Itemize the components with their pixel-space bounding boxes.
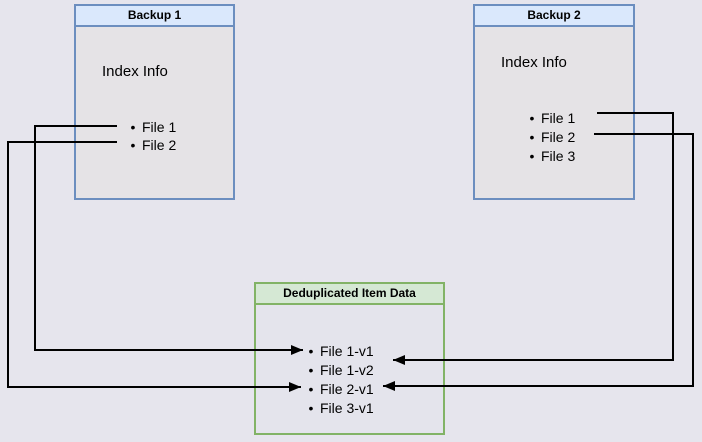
bullet-icon: • [308, 361, 314, 378]
backup1-title: Backup 1 [76, 6, 233, 27]
dedup-file-list: • File 1-v1 • File 1-v2 • File 2-v1 • Fi… [302, 341, 374, 417]
list-item: • File 3-v1 [302, 398, 374, 417]
file-label: File 2 [541, 128, 576, 145]
file-label: File 3 [541, 147, 576, 164]
bullet-icon: • [308, 380, 314, 397]
backup2-title: Backup 2 [475, 6, 633, 27]
bullet-icon: • [308, 342, 314, 359]
file-label: File 1-v2 [320, 361, 374, 378]
backup1-box: Backup 1 Index Info • File 1 • File 2 [74, 4, 235, 200]
file-label: File 2 [142, 137, 177, 153]
list-item: • File 2-v1 [302, 379, 374, 398]
bullet-icon: • [529, 109, 535, 126]
backup2-file-list: • File 1 • File 2 • File 3 [523, 108, 576, 165]
bullet-icon: • [529, 128, 535, 145]
backup2-box: Backup 2 Index Info • File 1 • File 2 • … [473, 4, 635, 200]
list-item: • File 1 [124, 118, 177, 136]
file-label: File 1 [541, 109, 576, 126]
bullet-icon: • [130, 137, 136, 153]
file-label: File 3-v1 [320, 399, 374, 416]
list-item: • File 1 [523, 108, 576, 127]
dedup-title: Deduplicated Item Data [256, 284, 443, 305]
file-label: File 1 [142, 119, 177, 135]
list-item: • File 1-v2 [302, 360, 374, 379]
bullet-icon: • [130, 119, 136, 135]
list-item: • File 1-v1 [302, 341, 374, 360]
backup2-index-info-label: Index Info [501, 54, 567, 71]
backup1-index-info-label: Index Info [102, 63, 168, 80]
list-item: • File 2 [124, 136, 177, 154]
bullet-icon: • [308, 399, 314, 416]
deduplicated-item-data-box: Deduplicated Item Data • File 1-v1 • Fil… [254, 282, 445, 435]
backup1-file-list: • File 1 • File 2 [124, 118, 177, 154]
list-item: • File 3 [523, 146, 576, 165]
list-item: • File 2 [523, 127, 576, 146]
file-label: File 2-v1 [320, 380, 374, 397]
bullet-icon: • [529, 147, 535, 164]
file-label: File 1-v1 [320, 342, 374, 359]
